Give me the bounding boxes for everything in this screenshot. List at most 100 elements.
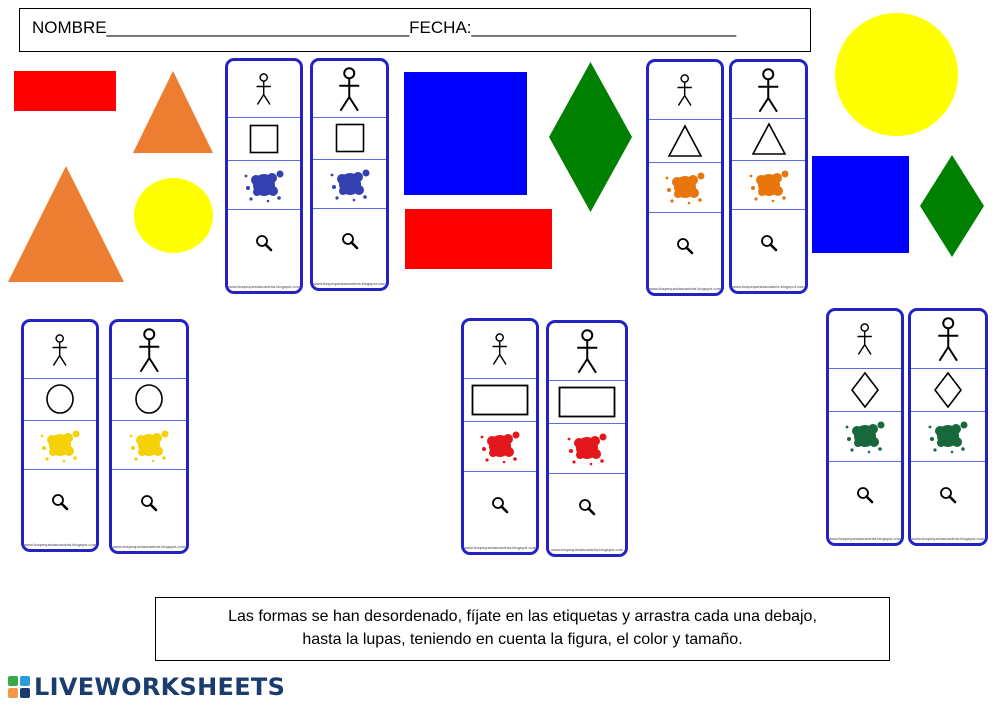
rectangle-outline-icon xyxy=(558,386,616,418)
name-field[interactable]: ________________________________ xyxy=(106,18,410,37)
card-section xyxy=(829,368,901,412)
drop-zone[interactable] xyxy=(829,461,901,543)
diamond-outline-icon xyxy=(850,371,880,409)
card-url: www.tiospequeslascaderia.blogspot.com xyxy=(228,284,300,289)
card-section xyxy=(464,378,536,422)
card-url: www.tiospequeslascaderia.blogspot.com xyxy=(112,544,186,549)
instructions-box: Las formas se han desordenado, fíjate en… xyxy=(155,597,890,661)
card-section xyxy=(464,321,536,379)
magnifier-icon xyxy=(341,232,359,250)
card-section xyxy=(313,159,386,209)
person-icon xyxy=(48,333,71,366)
shape-green-diamond-large[interactable] xyxy=(549,62,632,212)
magnifier-icon xyxy=(140,494,158,512)
person-icon xyxy=(333,66,366,112)
card-section xyxy=(549,380,625,424)
card-circle-yellow-small: www.tiospequeslascaderia.blogspot.com xyxy=(21,319,99,552)
drop-zone[interactable] xyxy=(649,212,721,293)
circle-outline-icon xyxy=(134,383,164,415)
card-section xyxy=(911,311,985,369)
person-icon xyxy=(133,327,166,373)
magnifier-icon xyxy=(676,237,694,255)
paint-splat-icon xyxy=(242,166,286,204)
liveworksheets-logo: LIVEWORKSHEETS xyxy=(8,673,285,701)
card-section xyxy=(112,420,186,470)
shape-red-rectangle-large[interactable] xyxy=(405,209,552,269)
card-section xyxy=(228,117,300,161)
card-triangle-orange-large: www.tiospequeslascaderia.blogspot.com xyxy=(729,59,808,294)
card-section xyxy=(24,322,96,379)
magnifier-icon xyxy=(51,493,69,511)
drop-zone[interactable] xyxy=(313,208,386,288)
square-outline-icon xyxy=(249,124,279,154)
shape-green-diamond-small[interactable] xyxy=(920,155,984,257)
paint-splat-icon xyxy=(127,426,171,464)
card-section xyxy=(732,118,805,161)
drop-zone[interactable] xyxy=(24,469,96,549)
person-icon xyxy=(752,67,785,113)
person-icon xyxy=(673,74,696,107)
card-section xyxy=(313,117,386,160)
shape-yellow-circle-small[interactable] xyxy=(134,178,213,253)
drop-zone[interactable] xyxy=(732,209,805,291)
date-label: FECHA: xyxy=(409,18,472,37)
card-url: www.tiospequeslascaderia.blogspot.com xyxy=(24,542,96,547)
paint-splat-icon xyxy=(747,166,791,204)
drop-zone[interactable] xyxy=(911,461,985,543)
card-section xyxy=(829,311,901,369)
person-icon xyxy=(252,72,275,105)
drop-zone[interactable] xyxy=(112,469,186,551)
card-square-blue-large: www.tiospequeslascaderia.blogspot.com xyxy=(310,58,389,291)
card-section xyxy=(649,119,721,163)
drop-zone[interactable] xyxy=(464,471,536,552)
triangle-outline-icon xyxy=(751,122,787,156)
header-line: NOMBRE________________________________FE… xyxy=(32,18,736,38)
shape-blue-square-large[interactable] xyxy=(404,72,527,195)
magnifier-icon xyxy=(578,498,596,516)
liveworksheets-logo-icon xyxy=(8,676,30,698)
drop-zone[interactable] xyxy=(549,473,625,554)
rectangle-outline-icon xyxy=(471,384,529,416)
card-rect-red-large: www.tiospequeslascaderia.blogspot.com xyxy=(546,320,628,557)
paint-splat-icon xyxy=(565,429,609,467)
paint-splat-icon xyxy=(663,168,707,206)
header-box: NOMBRE________________________________FE… xyxy=(19,8,811,52)
shape-orange-triangle-small[interactable] xyxy=(133,71,213,153)
card-square-blue-small: www.tiospequeslascaderia.blogspot.com xyxy=(225,58,303,294)
card-section xyxy=(911,368,985,412)
card-section xyxy=(112,378,186,421)
shape-yellow-circle-large[interactable] xyxy=(835,13,958,136)
magnifier-icon xyxy=(760,234,778,252)
instructions-line-1: Las formas se han desordenado, fíjate en… xyxy=(228,608,817,625)
card-url: www.tiospequeslascaderia.blogspot.com xyxy=(649,286,721,291)
paint-splat-icon xyxy=(38,426,82,464)
card-section xyxy=(649,162,721,213)
card-section xyxy=(732,160,805,210)
card-triangle-orange-small: www.tiospequeslascaderia.blogspot.com xyxy=(646,59,724,296)
date-field[interactable]: ____________________________ xyxy=(471,18,737,37)
card-section xyxy=(911,411,985,462)
card-section xyxy=(549,423,625,474)
paint-splat-icon xyxy=(328,165,372,203)
card-rect-red-small: www.tiospequeslascaderia.blogspot.com xyxy=(461,318,539,555)
circle-outline-icon xyxy=(45,383,75,415)
card-url: www.tiospequeslascaderia.blogspot.com xyxy=(313,281,386,286)
person-icon xyxy=(571,329,604,374)
name-label: NOMBRE xyxy=(32,18,107,37)
card-section xyxy=(228,160,300,210)
card-section xyxy=(24,378,96,421)
square-outline-icon xyxy=(335,123,365,153)
instructions-line-2: hasta la lupas, teniendo en cuenta la fi… xyxy=(302,631,743,648)
paint-splat-icon xyxy=(478,427,522,465)
card-circle-yellow-large: www.tiospequeslascaderia.blogspot.com xyxy=(109,319,189,554)
paint-splat-icon xyxy=(926,417,970,455)
liveworksheets-logo-text: LIVEWORKSHEETS xyxy=(34,673,286,701)
shape-blue-square-small[interactable] xyxy=(812,156,909,253)
triangle-outline-icon xyxy=(667,123,703,158)
diamond-outline-icon xyxy=(933,371,963,409)
shape-orange-triangle-large[interactable] xyxy=(8,166,124,282)
shape-red-rectangle-small[interactable] xyxy=(14,71,116,111)
drop-zone[interactable] xyxy=(228,209,300,291)
card-url: www.tiospequeslascaderia.blogspot.com xyxy=(732,284,805,289)
card-section xyxy=(112,322,186,379)
